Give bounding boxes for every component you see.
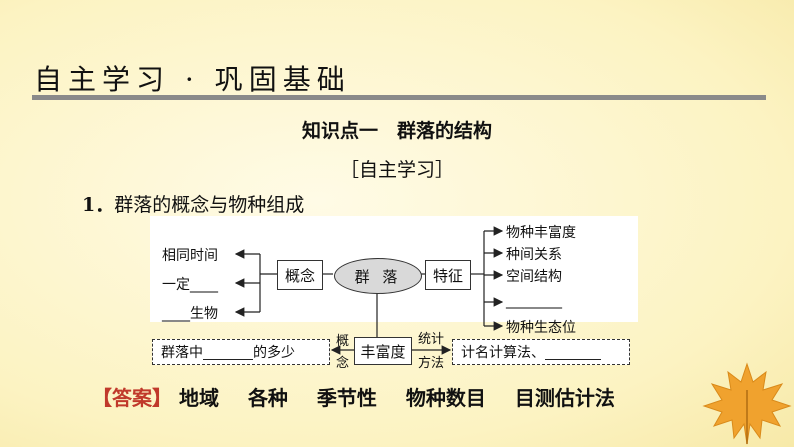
right-item-5: 物种生态位 [506,320,576,336]
section-title: 知识点一 群落的结构 [301,120,492,142]
section-subtitle: ［自主学习］ [339,159,454,181]
left-dashed-prefix: 群落中 [161,345,203,361]
left-dashed-suffix: 的多少 [253,345,295,361]
right-item-3: 空间结构 [506,269,562,285]
item-heading: 1．群落的概念与物种组成 [82,190,304,217]
answer-word-4: 物种数目 [405,386,486,410]
item-number: 1． [82,194,115,216]
right-item-4: ________ [506,293,562,309]
stat-label-1: 统计 [418,332,445,347]
right-dashed-text: 计名计算法、 [461,345,545,361]
answer-word-5: 目测估计法 [514,386,615,410]
left-dashed-box: 群落中 的多少 [152,339,330,365]
feature-box: 特征 [425,260,471,290]
slide-header: 自主学习 · 巩固基础 [34,63,351,96]
answer-line: 【答案】 地域 各种 季节性 物种数目 目测估计法 [92,382,637,411]
right-item-2: 种间关系 [506,247,562,263]
right-dashed-box: 计名计算法、 [452,339,630,365]
concept-box: 概念 [277,260,323,290]
answer-word-1: 地域 [178,386,219,410]
answer-word-3: 季节性 [316,386,377,410]
left-dashed-blank [203,345,253,360]
right-item-1: 物种丰富度 [506,225,576,241]
concept-side-2: 念 [336,356,350,371]
community-ellipse: 群 落 [334,258,422,294]
left-item-3: ____生物 [162,306,218,322]
stat-label-2: 方法 [418,356,445,371]
item-text: 群落的概念与物种组成 [114,194,305,216]
maple-leaf-icon [702,362,792,445]
concept-side-1: 概 [336,334,350,349]
answer-tag: 【答案】 [92,386,172,410]
answer-word-2: 各种 [247,386,288,410]
richness-box: 丰富度 [354,337,412,365]
right-dashed-blank [545,345,601,360]
header-divider [32,95,766,100]
left-item-2: 一定____ [162,277,218,293]
left-item-1: 相同时间 [162,248,218,264]
